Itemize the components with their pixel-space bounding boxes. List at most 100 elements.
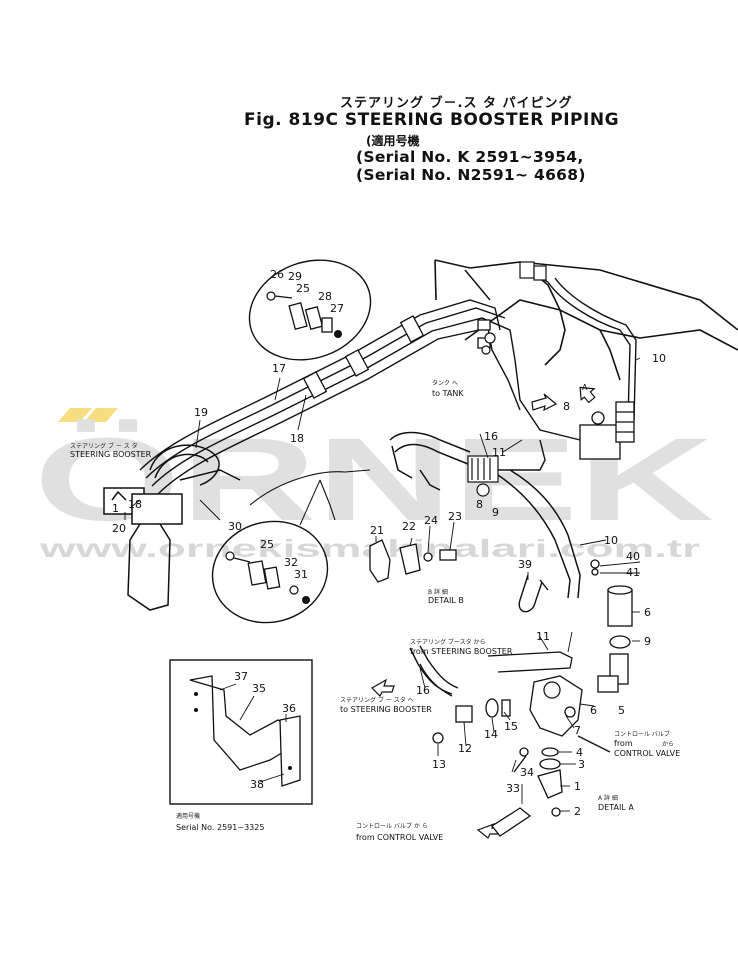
callout-11: 11: [492, 446, 506, 459]
detail-b-parts: [369, 539, 457, 583]
serial-range-n: (Serial No. N2591~ 4668): [356, 166, 586, 184]
serial-range-k: (Serial No. K 2591~3954,: [356, 148, 584, 166]
from-steering-booster: from STEERING BOOSTER: [410, 647, 513, 656]
to-steering-booster-jp: ステアリング ブ ー スタ へ: [340, 696, 414, 704]
detail-circle-clamp-bottom: [199, 479, 329, 624]
machine-frame: [434, 259, 738, 381]
control-valve-from: from: [614, 739, 633, 748]
callout-22: 22: [402, 520, 416, 533]
steering-booster-assembly: [103, 444, 241, 611]
callout-34: 34: [520, 766, 534, 779]
callout-25b: 25: [260, 538, 274, 551]
callout-28: 28: [318, 290, 332, 303]
view-a-label: A: [582, 383, 588, 392]
callout-27: 27: [330, 302, 344, 315]
pipe-bundle: [139, 269, 637, 495]
callout-29: 29: [288, 270, 302, 283]
from-steering-booster-jp: ステアリング ブースタ から: [410, 638, 486, 646]
callout-6b: 6: [590, 704, 597, 717]
callout-9: 9: [492, 506, 499, 519]
u-bolt-39: [518, 574, 549, 613]
detail-a-label-jp: A 詳 細: [598, 794, 618, 802]
inset-serial-label-jp: 適用号機: [176, 812, 200, 820]
callout-9b: 9: [644, 635, 651, 648]
callout-30: 30: [228, 520, 242, 533]
callout-41: 41: [626, 566, 640, 579]
steering-booster-label: STEERING BOOSTER: [70, 450, 152, 459]
callout-38: 38: [250, 778, 264, 791]
hose-16-detail: [409, 645, 459, 695]
to-tank-label: to TANK: [432, 389, 464, 398]
watermark-accent-mark: [58, 408, 92, 422]
callout-5: 5: [618, 704, 625, 717]
detail-circle-clamp-top: [248, 259, 372, 361]
callout-10: 10: [652, 352, 666, 365]
callout-14: 14: [484, 728, 498, 741]
callout-1b: 1: [574, 780, 581, 793]
detail-b-label: DETAIL B: [428, 596, 464, 605]
callout-33: 33: [506, 782, 520, 795]
callout-19: 19: [194, 406, 208, 419]
callout-18: 18: [290, 432, 304, 445]
to-steering-booster: to STEERING BOOSTER: [340, 705, 432, 714]
callout-17: 17: [272, 362, 286, 375]
callout-40: 40: [626, 550, 640, 563]
callout-6: 6: [644, 606, 651, 619]
callout-26: 26: [270, 268, 284, 281]
detail-a-assembly: [419, 559, 633, 837]
callout-1: 1: [112, 502, 119, 515]
callout-32: 32: [284, 556, 298, 569]
hose-assembly: [389, 431, 581, 599]
to-tank-label-jp: タンク へ: [432, 379, 458, 387]
callout-24: 24: [424, 514, 438, 527]
detail-a-label: DETAIL A: [598, 803, 634, 812]
callout-leaders: [124, 357, 641, 812]
annotation-labels: ステアリング ブ ー ス タ STEERING BOOSTER タンク へ to…: [70, 379, 680, 842]
signal-cable: [249, 469, 371, 506]
callout-11b: 11: [536, 630, 550, 643]
control-valve-kara: から: [662, 741, 674, 748]
fitting-cluster-center: [467, 455, 499, 497]
callout-25: 25: [296, 282, 310, 295]
pipe-clamps: [302, 315, 491, 399]
callout-15: 15: [504, 720, 518, 733]
callout-10b: 10: [604, 534, 618, 547]
callout-16b: 16: [416, 684, 430, 697]
callout-16: 16: [484, 430, 498, 443]
callout-39: 39: [518, 558, 532, 571]
callout-8b: 8: [563, 400, 570, 413]
callout-20: 20: [112, 522, 126, 535]
inset-serial-label: Serial No. 2591~3325: [176, 823, 264, 832]
callout-21: 21: [370, 524, 384, 537]
control-valve-label-jp: コントロール バルブ: [614, 730, 670, 738]
control-valve-right: [579, 401, 635, 460]
callout-8: 8: [476, 498, 483, 511]
watermark-accent-mark: [84, 408, 118, 422]
callout-4: 4: [576, 746, 583, 759]
callout-12: 12: [458, 742, 472, 755]
callout-13: 13: [432, 758, 446, 771]
callout-numbers: 26 29 25 28 27 17 19 18 1 18 20 30 25 32…: [112, 268, 666, 818]
callout-2: 2: [574, 805, 581, 818]
figure-title-japanese: ステアリング ブ－.ス タ パイピング: [340, 96, 573, 111]
tank-fittings: [481, 261, 547, 355]
callout-7: 7: [574, 724, 581, 737]
callout-23: 23: [448, 510, 462, 523]
control-valve-label: CONTROL VALVE: [614, 749, 680, 758]
detail-b-label-jp: B 詳 細: [428, 588, 448, 596]
callout-3: 3: [578, 758, 585, 771]
inset-bracket-view: [169, 659, 313, 805]
from-control-valve: from CONTROL VALVE: [356, 833, 443, 842]
steering-booster-label-jp: ステアリング ブ ー ス タ: [70, 442, 138, 450]
callout-36: 36: [282, 702, 296, 715]
figure-title: Fig. 819C STEERING BOOSTER PIPING: [244, 110, 620, 130]
callout-18b: 18: [128, 498, 142, 511]
watermark-url: www.ornekismakinalari.com.tr: [38, 535, 700, 563]
signal-cable: [319, 479, 336, 521]
callout-37: 37: [234, 670, 248, 683]
callout-31: 31: [294, 568, 308, 581]
from-control-valve-jp: コントロール バルブ か ら: [356, 822, 428, 830]
serial-label-japanese: (適用号機: [366, 134, 420, 148]
